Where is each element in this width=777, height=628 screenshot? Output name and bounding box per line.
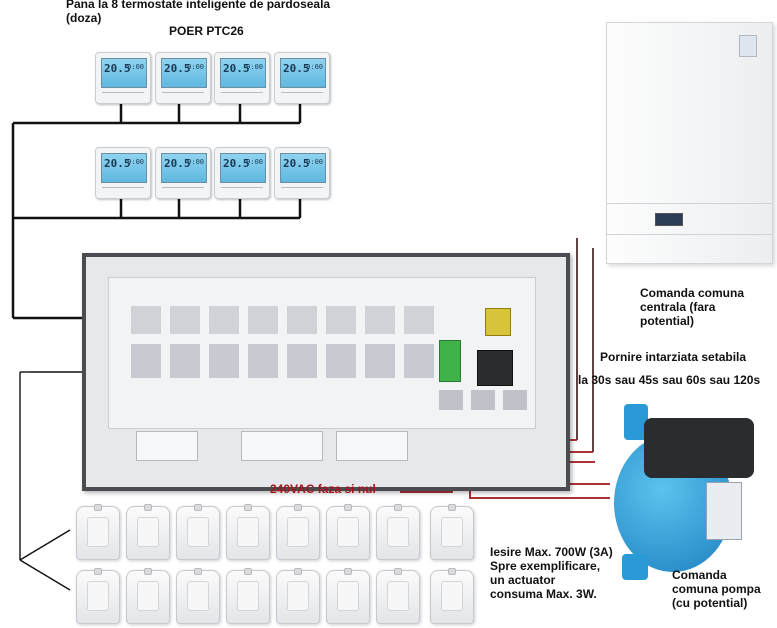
central-command-wires — [576, 238, 594, 452]
actuator — [326, 504, 370, 560]
actuator — [376, 568, 420, 624]
actuator — [176, 568, 220, 624]
green-connector — [439, 340, 461, 382]
pump-outlet — [622, 554, 648, 580]
central-label-line-3: potential) — [640, 314, 694, 328]
output-label-line-4: consuma Max. 3W. — [490, 587, 597, 601]
output-label-line-2: Spre exemplificare, — [490, 559, 601, 573]
actuator — [76, 568, 120, 624]
cable-entry — [136, 431, 198, 461]
boiler-panel — [607, 203, 772, 235]
product-label: POER PTC26 — [169, 24, 244, 38]
boiler — [606, 22, 773, 264]
delay-label-line-2: la 30s sau 45s sau 60s sau 120s — [578, 373, 761, 387]
thermostat-bus-wires — [11, 103, 302, 320]
actuator — [326, 568, 370, 624]
actuator-branch — [19, 529, 71, 561]
actuator — [76, 504, 120, 560]
actuator-wires — [19, 371, 130, 591]
actuator-branch — [19, 559, 71, 591]
actuator — [226, 568, 270, 624]
circuit-board — [108, 277, 536, 429]
cable-entry — [336, 431, 408, 461]
cable-entry — [241, 431, 323, 461]
controller-box — [82, 253, 570, 491]
delay-label-line-1: Pornire intarziata setabila — [600, 350, 747, 364]
boiler-label-sticker — [739, 35, 757, 57]
relay — [477, 350, 513, 386]
actuator — [376, 504, 420, 560]
output-label-line-3: un actuator — [490, 573, 556, 587]
actuator — [126, 504, 170, 560]
actuator — [276, 504, 320, 560]
pump-head — [644, 418, 754, 478]
actuator — [276, 568, 320, 624]
pump-label-line-1: Comanda — [672, 568, 727, 582]
power-label: 240VAC faza si nul — [270, 482, 376, 496]
header-line-1: Pana la 8 termostate inteligente de pard… — [66, 0, 331, 11]
pump-label-line-3: (cu potential) — [672, 596, 748, 610]
actuator — [430, 568, 474, 624]
central-label-line-1: Comanda comuna — [640, 286, 745, 300]
circulation-pump — [610, 404, 770, 584]
actuator — [176, 504, 220, 560]
pump-label-line-2: comuna pompa — [672, 582, 761, 596]
actuator — [126, 568, 170, 624]
output-label-line-1: Iesire Max. 700W (3A) — [490, 545, 613, 559]
terminal-blocks-lower — [131, 344, 441, 378]
power-terminals — [439, 390, 529, 410]
actuator — [226, 504, 270, 560]
pump-label-plate — [706, 482, 742, 540]
transformer — [485, 308, 511, 336]
central-label-line-2: centrala (fara — [640, 300, 716, 314]
actuator — [430, 504, 474, 560]
boiler-display — [655, 213, 683, 226]
terminal-blocks-upper — [131, 306, 441, 334]
header-line-2: (doza) — [66, 11, 102, 25]
